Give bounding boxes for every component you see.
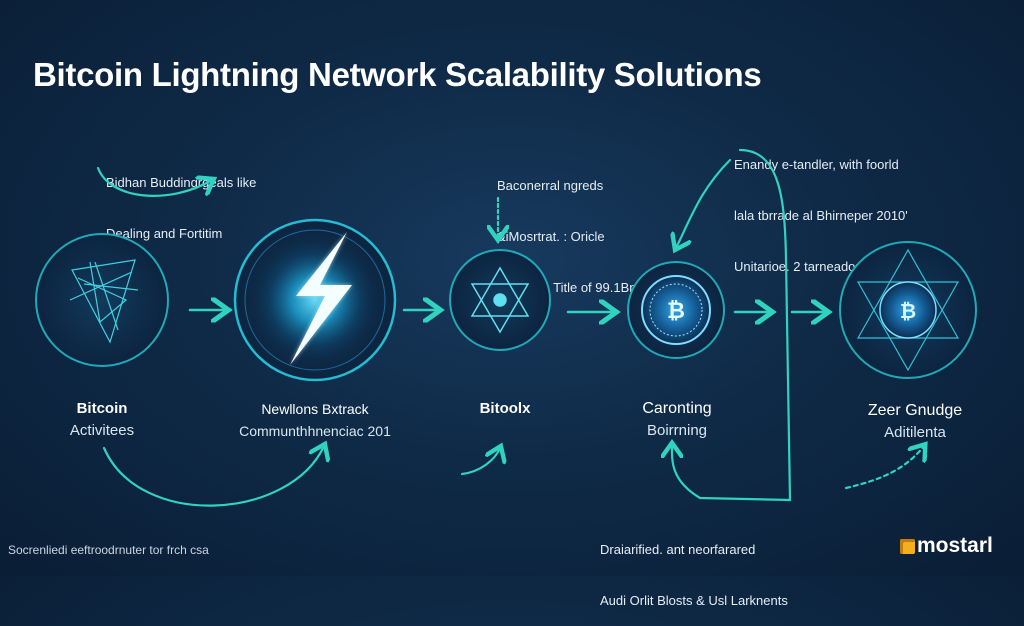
connector-bottom-right: [844, 446, 924, 490]
lightning-bolt-icon: [290, 232, 352, 365]
note-top-middle-line-1: Baconerral ngreds: [497, 178, 604, 193]
svg-text:₿: ₿: [900, 301, 916, 323]
note-top-left-line-2: Dealing and Fortitim: [106, 226, 223, 241]
svg-text:₿: ₿: [667, 298, 685, 323]
bitcoin-coin-icon: ₿: [641, 275, 711, 345]
hexagram-coin-icon: ₿: [856, 248, 960, 372]
note-top-middle-line-2: &iMosrtrat. : Oricle: [497, 229, 605, 244]
connector-right-loop: [672, 148, 792, 502]
flow-arrows: [188, 310, 826, 312]
geometric-triangle-icon: [69, 259, 139, 344]
node-4-label: Caronting Boirrning: [620, 398, 734, 442]
node-5-label: Zeer Gnudge Aditilenta: [845, 400, 985, 444]
node-3-circle: [449, 249, 551, 351]
node-5-title: Zeer Gnudge: [867, 402, 963, 419]
footer-caption: Socrenliedi eeftroodrnuter tor frch csa: [8, 543, 209, 557]
connector-top-right: [676, 158, 732, 248]
node-4-subtitle: Boirrning: [646, 422, 708, 439]
note-bottom-line-2: Audi Orlit Blosts & Usl Larknents: [600, 593, 788, 608]
node-4-circle: ₿: [627, 261, 725, 359]
node-4-title: Caronting: [642, 400, 712, 417]
node-2-label: Newllons Bxtrack Communthhnenciac 201: [215, 398, 415, 442]
diagram-graphics: ₿ ₿: [35, 148, 977, 507]
brand-mark-icon: [900, 538, 915, 554]
node-1-subtitle: Activitees: [69, 422, 135, 439]
page-title: Bitcoin Lightning Network Scalability So…: [33, 56, 762, 93]
note-top-right-line-2: lala tbrrade al Bhirneper 2010': [734, 208, 908, 223]
star-of-david-icon: [470, 266, 530, 334]
connector-top-left: [96, 166, 212, 197]
node-3-title: Bitoolx: [479, 400, 531, 417]
node-5-circle: ₿: [839, 241, 977, 379]
node-5-subtitle: Aditilenta: [884, 424, 946, 441]
note-bottom-line-1: Draiarified. ant neorfarared: [600, 542, 756, 557]
node-3-label: Bitoolx: [455, 398, 555, 420]
node-1-label: Bitcoin Activitees: [52, 398, 152, 442]
node-1-circle: [35, 233, 169, 367]
node-2-subtitle: Communthhnenciac 201: [239, 423, 391, 439]
node-2-circle: [233, 218, 397, 382]
node-1-title: Bitcoin: [76, 400, 128, 417]
connector-bottom-left: [102, 446, 324, 507]
node-2-title: Newllons Bxtrack: [261, 401, 369, 417]
brand-name: mostarl: [917, 534, 993, 557]
brand-logo: mostarl: [900, 534, 993, 558]
curved-connectors: [96, 148, 924, 507]
connector-bottom-middle: [460, 448, 500, 476]
